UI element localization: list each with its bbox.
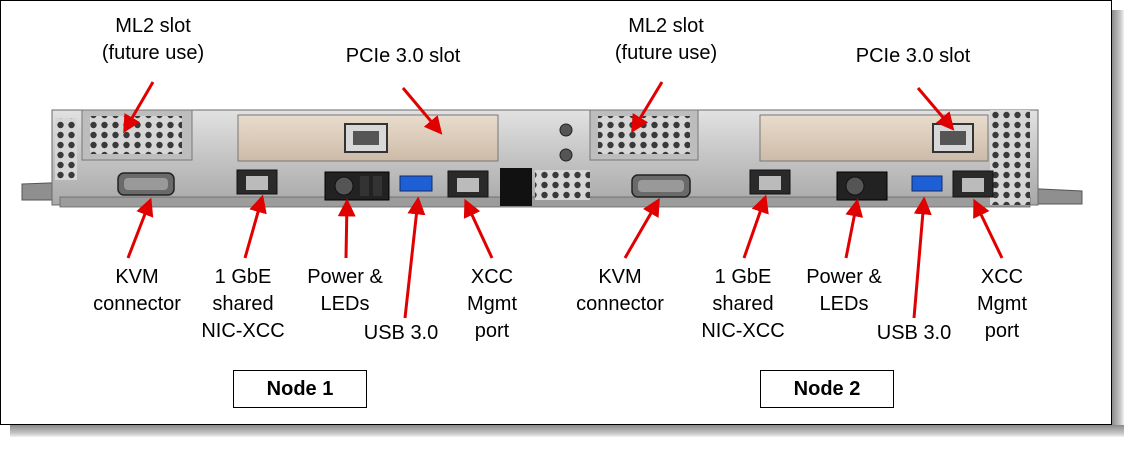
label-nic: 1 GbE shared NIC-XCC (701, 264, 784, 345)
label-line: (future use) (614, 42, 718, 64)
label-line: ML2 slot (628, 15, 704, 37)
label-line: port (474, 320, 510, 342)
arrow-pcie-2 (916, 87, 955, 131)
server-rear-diagram (21, 81, 1083, 319)
arrow-ml2-2 (631, 81, 664, 134)
label-line: ML2 slot (115, 15, 191, 37)
label-power-leds: Power & LEDs (806, 264, 882, 318)
label-ml2-slot: ML2 slot (future use) (102, 13, 204, 67)
node-name: Node 1 (266, 377, 334, 400)
label-usb: USB 3.0 (877, 320, 951, 347)
label-line: PCIe 3.0 slot (345, 45, 461, 67)
xcc-rj45-port (952, 170, 994, 198)
label-power-leds: Power & LEDs (307, 264, 383, 318)
label-line: connector (576, 293, 664, 315)
power-button (334, 176, 354, 196)
arrow-nic-1 (243, 194, 267, 259)
label-line: LEDs (819, 293, 869, 315)
arrow-ml2-1 (123, 81, 155, 134)
label-line: LEDs (320, 293, 370, 315)
arrow-kvm-1 (126, 197, 154, 259)
node-2-label: Node 2 (760, 370, 894, 408)
arrow-power-2 (844, 198, 864, 259)
label-usb: USB 3.0 (364, 320, 438, 347)
label-line: Power & (806, 266, 882, 288)
node-1-label: Node 1 (233, 370, 367, 408)
arrow-xcc-1 (463, 198, 494, 259)
arrow-usb-2 (912, 196, 932, 319)
label-line: NIC-XCC (701, 320, 785, 342)
center-vent (535, 170, 590, 200)
power-button (845, 176, 865, 196)
label-line: Mgmt (977, 293, 1027, 315)
label-pcie-slot: PCIe 3.0 slot (856, 43, 971, 70)
frame-shadow-bottom (10, 425, 1124, 437)
arrow-nic-2 (742, 194, 769, 259)
usb-port (911, 175, 943, 192)
label-line: shared (212, 293, 274, 315)
callout-arrows (123, 81, 1004, 319)
label-line: NIC-XCC (201, 320, 285, 342)
center-latch (500, 168, 532, 206)
ml2-slot-grille (598, 116, 690, 154)
arrow-kvm-2 (623, 197, 660, 259)
label-kvm-connector: KVM connector (576, 264, 664, 318)
chassis (21, 109, 1083, 208)
label-line: (future use) (101, 42, 205, 64)
ml2-slot-grille (90, 116, 182, 154)
label-nic: 1 GbE shared NIC-XCC (201, 264, 284, 345)
label-line: KVM (115, 266, 159, 288)
label-line: Power & (307, 266, 383, 288)
label-xcc-port: XCC Mgmt port (467, 264, 517, 345)
label-xcc-port: XCC Mgmt port (977, 264, 1027, 345)
label-kvm-connector: KVM connector (93, 264, 181, 318)
label-line: connector (93, 293, 181, 315)
label-pcie-slot: PCIe 3.0 slot (346, 43, 461, 70)
usb-port (399, 175, 433, 192)
label-line: USB 3.0 (876, 322, 952, 344)
label-line: USB 3.0 (363, 322, 439, 344)
node-name: Node 2 (793, 377, 861, 400)
label-line: PCIe 3.0 slot (855, 45, 971, 67)
vent-grille (55, 118, 77, 180)
label-line: port (984, 320, 1020, 342)
arrow-power-1 (337, 198, 356, 259)
label-line: XCC (470, 266, 514, 288)
frame-shadow-right (1112, 10, 1124, 437)
arrow-xcc-2 (973, 198, 1004, 259)
label-line: Mgmt (467, 293, 517, 315)
label-line: KVM (598, 266, 642, 288)
label-line: 1 GbE (714, 266, 772, 288)
label-line: XCC (980, 266, 1024, 288)
arrow-pcie-1 (401, 87, 443, 135)
label-line: 1 GbE (214, 266, 272, 288)
label-line: shared (712, 293, 774, 315)
label-ml2-slot: ML2 slot (future use) (615, 13, 717, 67)
arrow-usb-1 (403, 196, 426, 319)
